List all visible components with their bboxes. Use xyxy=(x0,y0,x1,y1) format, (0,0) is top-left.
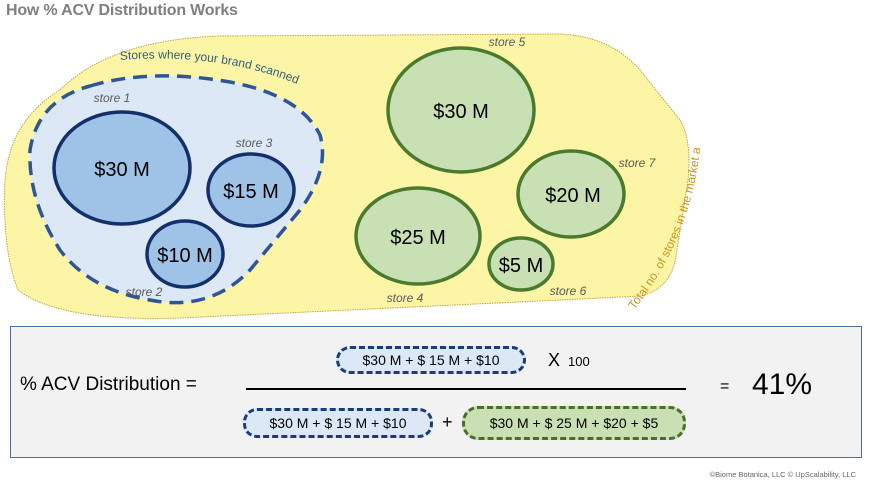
numerator-scanned-sum: $30 M + $ 15 M + $10 xyxy=(336,346,526,374)
plus-symbol: + xyxy=(442,412,453,432)
store-5-value: $30 M xyxy=(433,101,489,123)
store-3-label: store 3 xyxy=(236,136,273,150)
store-7-value: $20 M xyxy=(545,185,601,207)
store-6-circle: $5 M xyxy=(487,236,555,292)
store-4-label: store 4 xyxy=(387,291,424,305)
store-1-value: $30 M xyxy=(94,159,150,181)
store-2-value: $10 M xyxy=(157,245,213,267)
store-3-value: $15 M xyxy=(223,181,279,203)
store-5-label: store 5 xyxy=(489,35,526,49)
store-6-label: store 6 xyxy=(550,284,587,298)
equals-symbol: = xyxy=(720,378,730,395)
store-1-label: store 1 xyxy=(94,91,131,105)
page-title: How % ACV Distribution Works xyxy=(6,2,238,19)
store-5-circle: $30 M xyxy=(386,46,536,174)
denominator-other-sum: $30 M + $ 25 M + $20 + $5 xyxy=(462,406,686,440)
fraction-divider xyxy=(246,388,686,390)
copyright-notice: ©Biome Botanica, LLC © UpScalability, LL… xyxy=(709,470,856,479)
store-7-label: store 7 xyxy=(619,156,657,170)
store-2-label: store 2 xyxy=(126,285,163,299)
acv-result: 41% xyxy=(752,368,813,401)
acv-diagram: Stores where your brand scanned Total no… xyxy=(0,0,703,319)
multiplier-value: 100 xyxy=(568,354,590,369)
multiply-symbol: X xyxy=(548,350,561,370)
store-4-value: $25 M xyxy=(390,227,446,249)
store-2-circle: $10 M xyxy=(145,219,225,289)
store-7-circle: $20 M xyxy=(516,149,626,239)
store-4-circle: $25 M xyxy=(354,186,482,286)
store-1-circle: $30 M xyxy=(52,110,192,226)
store-3-circle: $15 M xyxy=(206,152,296,228)
denominator-scanned-sum: $30 M + $ 15 M + $10 xyxy=(243,408,433,438)
store-6-value: $5 M xyxy=(499,255,543,277)
formula-label: % ACV Distribution = xyxy=(20,374,197,395)
